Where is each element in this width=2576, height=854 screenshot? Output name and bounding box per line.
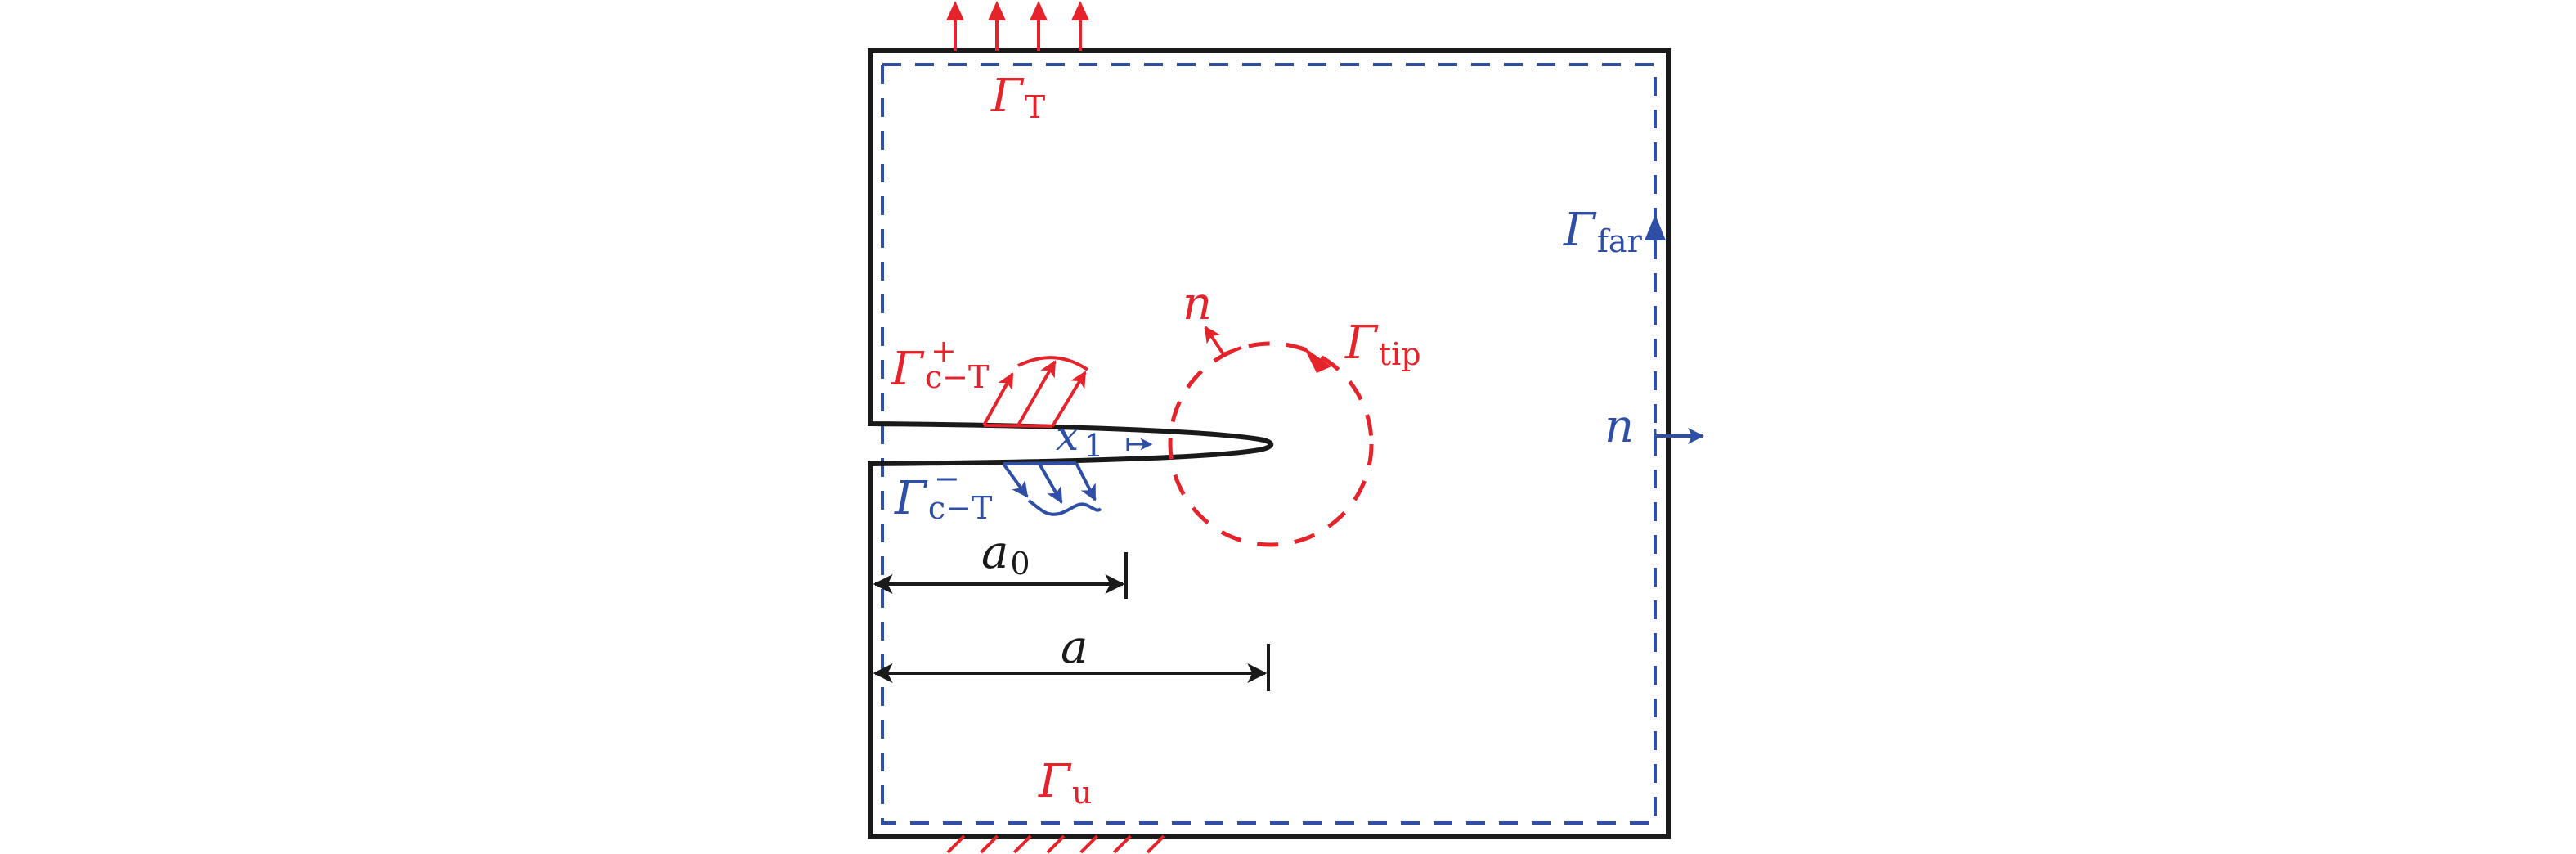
top-traction-arrow-head [1030,1,1048,20]
lower-traction-arrow [1002,462,1029,498]
upper-traction-base [983,424,1053,428]
clamp-hatch [1146,834,1165,854]
top-traction-arrows [946,1,1089,51]
label-gamma-c-minus: Γc−T [894,472,992,526]
clamp-hatch [1046,834,1066,854]
label-gamma-u: Γu [1038,755,1092,811]
upper-traction-arrow [1016,360,1057,426]
dimension-a [873,644,1270,691]
upper-traction-profile [1017,356,1089,371]
lower-traction-base [1003,461,1077,465]
lower-traction-profile [1027,499,1102,516]
far-normal-arrow [1654,428,1704,444]
top-traction-arrow-head [1071,1,1089,20]
tip-contour-direction-arrow [1304,347,1331,373]
label-gamma-c-minus-sup: − [934,461,960,497]
upper-traction-arrow [1051,371,1087,428]
dimension-a0 [873,552,1128,599]
upper-traction-arrow [982,372,1014,426]
label-normal-far: n [1604,400,1634,453]
top-traction-arrow-head [946,1,964,20]
label-normal-tip: n [1183,277,1212,330]
clamp-hatch [1113,834,1132,854]
label-gamma-tip: Γtip [1344,317,1421,372]
lower-crack-traction [1002,461,1102,516]
tip-contour [1168,341,1374,547]
clamp-hatch [980,834,999,854]
label-gamma-T: ΓT [990,70,1045,125]
tip-normal-arrow [1204,326,1225,356]
top-traction-arrow-head [988,1,1006,20]
far-contour-direction-arrow [1645,214,1666,240]
label-gamma-c-plus-sup: + [931,333,957,369]
clamp-hatch [1012,834,1032,854]
x1-axis-arrow [1126,438,1153,451]
plate-boundary [868,48,1671,839]
label-a: a [1061,621,1088,674]
tip-normal-foot [1223,346,1242,356]
label-gamma-c-plus: Γc−T [891,343,989,396]
clamp-hatches [946,834,1165,854]
label-a0: a0 [981,526,1030,582]
clamp-hatch [1079,834,1099,854]
upper-crack-traction [982,356,1089,428]
label-gamma-far: Γfar [1563,204,1643,259]
clamp-hatch [946,834,966,854]
lower-traction-arrow [1038,463,1063,504]
far-field-contour [881,63,1657,825]
lower-traction-arrow [1075,462,1097,501]
